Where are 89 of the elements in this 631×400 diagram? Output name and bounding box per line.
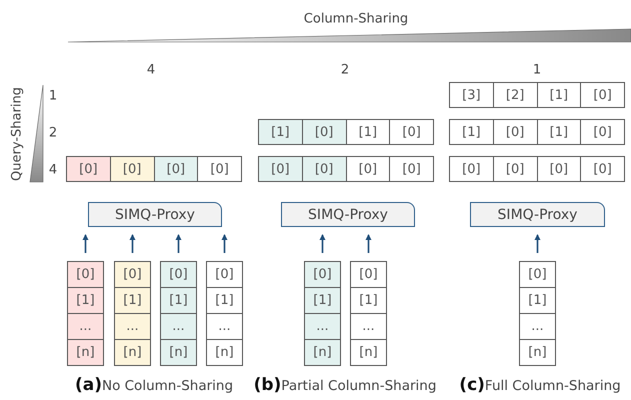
subfigure-caption: (c)Full Column-Sharing <box>459 375 621 395</box>
array-cell: [0] <box>305 262 340 287</box>
array-cell: [1] <box>351 287 386 313</box>
array-cell: [0] <box>536 157 580 181</box>
axis-title: Query-Sharing <box>10 87 24 181</box>
array-cell: [0] <box>154 157 198 181</box>
array-cell: ... <box>207 313 242 339</box>
arrow <box>176 234 182 253</box>
proxy-label: SIMQ-Proxy <box>498 206 578 222</box>
array-cell: [n] <box>351 339 386 365</box>
array-cell: [1] <box>536 120 580 144</box>
array-cell: ... <box>305 313 340 339</box>
array-column <box>160 261 197 366</box>
array-cell: [1] <box>536 83 580 107</box>
array-cell: [0] <box>68 262 103 287</box>
array-cell-text: [0] <box>461 160 482 178</box>
array-column <box>304 261 341 366</box>
array-cell: [0] <box>346 157 390 181</box>
array-cell: [0] <box>580 120 624 144</box>
array-cell: ... <box>351 313 386 339</box>
array-row <box>258 119 434 145</box>
array-cell: [1] <box>259 120 302 144</box>
array-cell-text: [0] <box>358 266 379 284</box>
proxy-label: SIMQ-Proxy <box>308 206 388 222</box>
array-column <box>519 261 556 366</box>
array-cell: [0] <box>580 157 624 181</box>
array-cell: [0] <box>389 157 433 181</box>
arrow <box>82 234 88 253</box>
column-count: 1 <box>532 62 542 78</box>
array-cell-text: [3] <box>461 86 482 104</box>
array-cell: [1] <box>207 287 242 313</box>
array-cell: ... <box>115 313 150 339</box>
array-cell: [0] <box>302 157 346 181</box>
array-cell: [1] <box>115 287 150 313</box>
subfigure-caption: (a)No Column-Sharing <box>74 375 234 395</box>
array-cell: [n] <box>161 339 196 365</box>
arrow <box>366 234 372 253</box>
array-cell: [n] <box>520 339 555 365</box>
array-column <box>206 261 243 366</box>
array-cell: ... <box>161 313 196 339</box>
array-cell: [n] <box>115 339 150 365</box>
arrow <box>320 234 326 253</box>
array-row <box>66 156 242 182</box>
array-cell: ... <box>520 313 555 339</box>
query-count: 4 <box>48 162 58 178</box>
array-cell: [1] <box>305 287 340 313</box>
arrow <box>534 234 540 253</box>
array-cell-text: [0] <box>527 266 548 284</box>
array-cell-text: [1] <box>461 124 482 142</box>
array-cell: [0] <box>492 157 536 181</box>
array-row <box>449 119 625 145</box>
array-row <box>449 82 625 108</box>
arrow <box>222 234 228 253</box>
array-cell: [0] <box>67 157 110 181</box>
query-count: 1 <box>48 88 58 104</box>
array-cell: [0] <box>389 120 433 144</box>
axis-title: Column-Sharing <box>304 12 408 26</box>
proxy-label: SIMQ-Proxy <box>115 206 195 222</box>
array-row <box>449 156 625 182</box>
array-cell: [1] <box>346 120 390 144</box>
proxy-box <box>281 202 415 227</box>
array-cell: [1] <box>161 287 196 313</box>
array-cell: [0] <box>115 262 150 287</box>
array-cell: [1] <box>68 287 103 313</box>
column-count: 4 <box>146 62 156 78</box>
array-cell: [1] <box>520 287 555 313</box>
array-cell: [n] <box>207 339 242 365</box>
array-cell: ... <box>68 313 103 339</box>
array-cell: [0] <box>110 157 154 181</box>
query-count: 2 <box>48 126 58 140</box>
array-cell: [n] <box>68 339 103 365</box>
proxy-box <box>470 202 605 227</box>
array-column <box>114 261 151 366</box>
arrow <box>130 234 136 253</box>
array-cell: [2] <box>492 83 536 107</box>
array-cell: [0] <box>580 83 624 107</box>
array-cell: [0] <box>197 157 241 181</box>
array-cell: [0] <box>259 157 302 181</box>
array-column <box>350 261 387 366</box>
proxy-box <box>88 202 222 227</box>
array-cell-text: [0] <box>214 266 235 284</box>
array-column <box>67 261 104 366</box>
column-count: 2 <box>340 62 350 78</box>
array-cell: [0] <box>161 262 196 287</box>
array-cell: [0] <box>302 120 346 144</box>
array-row <box>258 156 434 182</box>
array-cell: [n] <box>305 339 340 365</box>
array-cell: [0] <box>492 120 536 144</box>
subfigure-caption: (b)Partial Column-Sharing <box>254 375 436 395</box>
